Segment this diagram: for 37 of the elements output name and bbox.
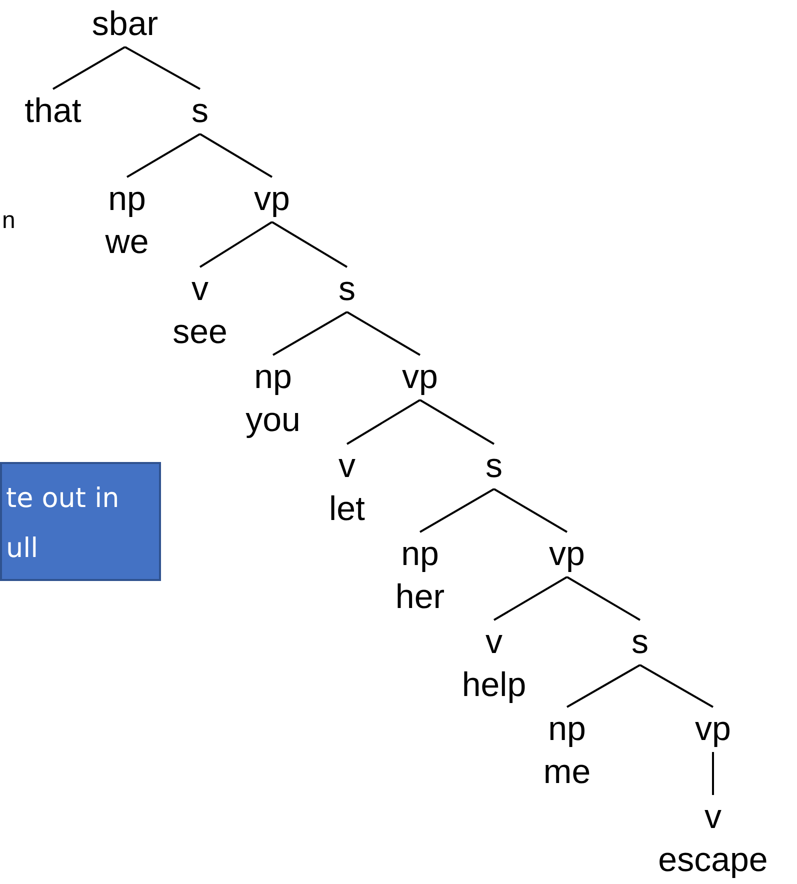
tree-branch-line bbox=[419, 399, 495, 445]
tree-branch-line bbox=[712, 752, 714, 795]
tree-branch-line bbox=[346, 311, 420, 356]
tree-node-label: vp bbox=[549, 533, 585, 576]
tree-node-label: np we bbox=[105, 178, 149, 264]
tree-branch-line bbox=[346, 399, 421, 445]
tree-node-label: s bbox=[338, 268, 356, 311]
tree-branch-line bbox=[272, 311, 348, 356]
tree-node-label: v see bbox=[172, 268, 228, 354]
tree-node-label: v help bbox=[462, 621, 526, 707]
tree-branch-line bbox=[271, 221, 348, 268]
tree-node-label: that bbox=[24, 90, 82, 133]
note-box: te out in ull bbox=[0, 462, 161, 581]
tree-branch-line bbox=[566, 664, 640, 708]
tree-node-label: sbar bbox=[92, 3, 158, 46]
tree-node-label: vp bbox=[695, 708, 731, 751]
tree-node-label: s bbox=[632, 621, 648, 664]
tree-branch-line bbox=[199, 133, 273, 178]
tree-node-label: np me bbox=[543, 708, 591, 794]
text-fragment: n bbox=[2, 207, 16, 235]
tree-node-label: s bbox=[486, 445, 502, 488]
tree-branch-line bbox=[420, 488, 494, 533]
tree-branch-line bbox=[124, 46, 200, 90]
tree-branch-line bbox=[126, 133, 200, 178]
tree-branch-line bbox=[52, 46, 126, 90]
tree-branch-line bbox=[494, 576, 568, 621]
tree-branch-line bbox=[199, 221, 273, 268]
tree-node-label: v escape bbox=[658, 796, 768, 882]
tree-branch-line bbox=[494, 488, 568, 533]
tree-node-label: np you bbox=[246, 356, 300, 442]
tree-node-label: v let bbox=[329, 445, 365, 531]
tree-node-label: vp bbox=[254, 178, 290, 221]
tree-node-label: vp bbox=[402, 356, 438, 399]
tree-branch-line bbox=[640, 664, 714, 708]
tree-node-label: s bbox=[192, 90, 208, 133]
tree-node-label: np her bbox=[395, 533, 445, 619]
tree-branch-line bbox=[566, 576, 640, 621]
